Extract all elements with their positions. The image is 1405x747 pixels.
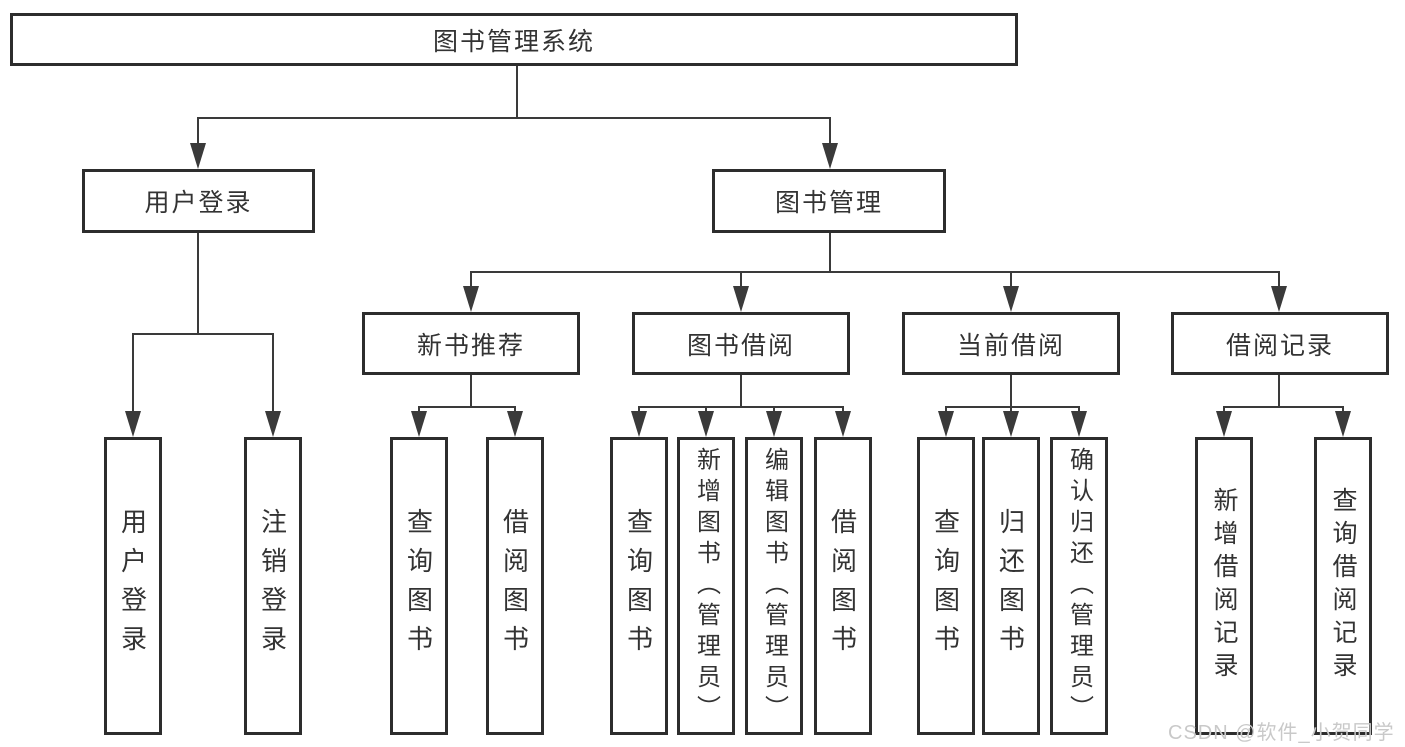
connector-hline bbox=[470, 271, 1280, 273]
connector-vline bbox=[1010, 375, 1012, 407]
arrowhead-down-icon bbox=[766, 411, 782, 437]
arrowhead-down-icon bbox=[507, 411, 523, 437]
csdn-watermark: CSDN @软件_小贺同学 bbox=[1168, 722, 1395, 744]
arrowhead-down-icon bbox=[411, 411, 427, 437]
connector-vline bbox=[829, 117, 831, 147]
leaf-query-books-recommend: 查询图书 bbox=[390, 437, 448, 735]
leaf-edit-book-admin: 编辑图书（管理员） bbox=[745, 437, 803, 735]
node-book-borrowing: 图书借阅 bbox=[632, 312, 850, 375]
arrowhead-down-icon bbox=[1003, 411, 1019, 437]
leaf-borrow-books-recommend: 借阅图书 bbox=[486, 437, 544, 735]
leaf-add-book-admin-label: 新增图书（管理员） bbox=[692, 446, 720, 726]
connector-vline bbox=[829, 233, 831, 272]
connector-vline bbox=[132, 333, 134, 415]
connector-vline bbox=[1278, 375, 1280, 407]
connector-hline bbox=[197, 117, 831, 119]
connector-vline bbox=[1278, 271, 1280, 291]
node-book-management-label: 图书管理 bbox=[774, 189, 883, 217]
arrowhead-down-icon bbox=[1335, 411, 1351, 437]
node-current-borrowing: 当前借阅 bbox=[902, 312, 1120, 375]
arrowhead-down-icon bbox=[265, 411, 281, 437]
connector-hline bbox=[945, 406, 1080, 408]
node-user-login: 用户登录 bbox=[82, 169, 315, 233]
leaf-user-login-label: 用户登录 bbox=[117, 508, 148, 664]
leaf-logout-label: 注销登录 bbox=[257, 508, 288, 664]
connector-hline bbox=[1223, 406, 1344, 408]
leaf-edit-book-admin-label: 编辑图书（管理员） bbox=[760, 446, 788, 726]
leaf-query-books-borrow-label: 查询图书 bbox=[623, 508, 654, 664]
connector-hline bbox=[418, 406, 516, 408]
node-book-management: 图书管理 bbox=[712, 169, 946, 233]
node-borrowing-records-label: 借阅记录 bbox=[1225, 331, 1334, 360]
arrowhead-down-icon bbox=[938, 411, 954, 437]
leaf-confirm-return-admin: 确认归还（管理员） bbox=[1050, 437, 1108, 735]
leaf-borrow-books-recommend-label: 借阅图书 bbox=[499, 508, 530, 664]
connector-vline bbox=[197, 117, 199, 147]
connector-vline bbox=[516, 66, 518, 118]
connector-vline bbox=[272, 333, 274, 415]
node-library-system-label: 图书管理系统 bbox=[432, 27, 595, 56]
arrowhead-down-icon bbox=[822, 143, 838, 169]
arrowhead-down-icon bbox=[125, 411, 141, 437]
arrowhead-down-icon bbox=[1271, 286, 1287, 312]
connector-hline bbox=[638, 406, 844, 408]
connector-vline bbox=[470, 375, 472, 407]
leaf-add-borrow-record: 新增借阅记录 bbox=[1195, 437, 1253, 735]
arrowhead-down-icon bbox=[190, 143, 206, 169]
connector-vline bbox=[197, 233, 199, 334]
leaf-logout: 注销登录 bbox=[244, 437, 302, 735]
arrowhead-down-icon bbox=[631, 411, 647, 437]
leaf-borrow-books-label: 借阅图书 bbox=[827, 508, 858, 664]
arrowhead-down-icon bbox=[733, 286, 749, 312]
arrowhead-down-icon bbox=[835, 411, 851, 437]
node-borrowing-records: 借阅记录 bbox=[1171, 312, 1389, 375]
leaf-confirm-return-admin-label: 确认归还（管理员） bbox=[1065, 446, 1093, 726]
node-user-login-label: 用户登录 bbox=[144, 189, 253, 217]
node-library-system: 图书管理系统 bbox=[10, 13, 1018, 66]
leaf-return-books: 归还图书 bbox=[982, 437, 1040, 735]
leaf-query-books-current-label: 查询图书 bbox=[930, 508, 961, 664]
node-new-book-recommend-label: 新书推荐 bbox=[416, 331, 525, 360]
connector-vline bbox=[470, 271, 472, 291]
node-new-book-recommend: 新书推荐 bbox=[362, 312, 580, 375]
leaf-query-borrow-record: 查询借阅记录 bbox=[1314, 437, 1372, 735]
node-book-borrowing-label: 图书借阅 bbox=[686, 331, 795, 360]
connector-vline bbox=[1010, 271, 1012, 291]
leaf-user-login: 用户登录 bbox=[104, 437, 162, 735]
leaf-return-books-label: 归还图书 bbox=[995, 508, 1026, 664]
connector-hline bbox=[132, 333, 274, 335]
arrowhead-down-icon bbox=[698, 411, 714, 437]
leaf-query-books-borrow: 查询图书 bbox=[610, 437, 668, 735]
leaf-add-book-admin: 新增图书（管理员） bbox=[677, 437, 735, 735]
leaf-add-borrow-record-label: 新增借阅记录 bbox=[1210, 487, 1238, 685]
leaf-query-books-recommend-label: 查询图书 bbox=[403, 508, 434, 664]
arrowhead-down-icon bbox=[1003, 286, 1019, 312]
connector-vline bbox=[740, 375, 742, 407]
arrowhead-down-icon bbox=[1216, 411, 1232, 437]
leaf-borrow-books: 借阅图书 bbox=[814, 437, 872, 735]
node-current-borrowing-label: 当前借阅 bbox=[956, 331, 1065, 360]
leaf-query-borrow-record-label: 查询借阅记录 bbox=[1329, 487, 1357, 685]
leaf-query-books-current: 查询图书 bbox=[917, 437, 975, 735]
arrowhead-down-icon bbox=[463, 286, 479, 312]
arrowhead-down-icon bbox=[1071, 411, 1087, 437]
connector-vline bbox=[740, 271, 742, 291]
